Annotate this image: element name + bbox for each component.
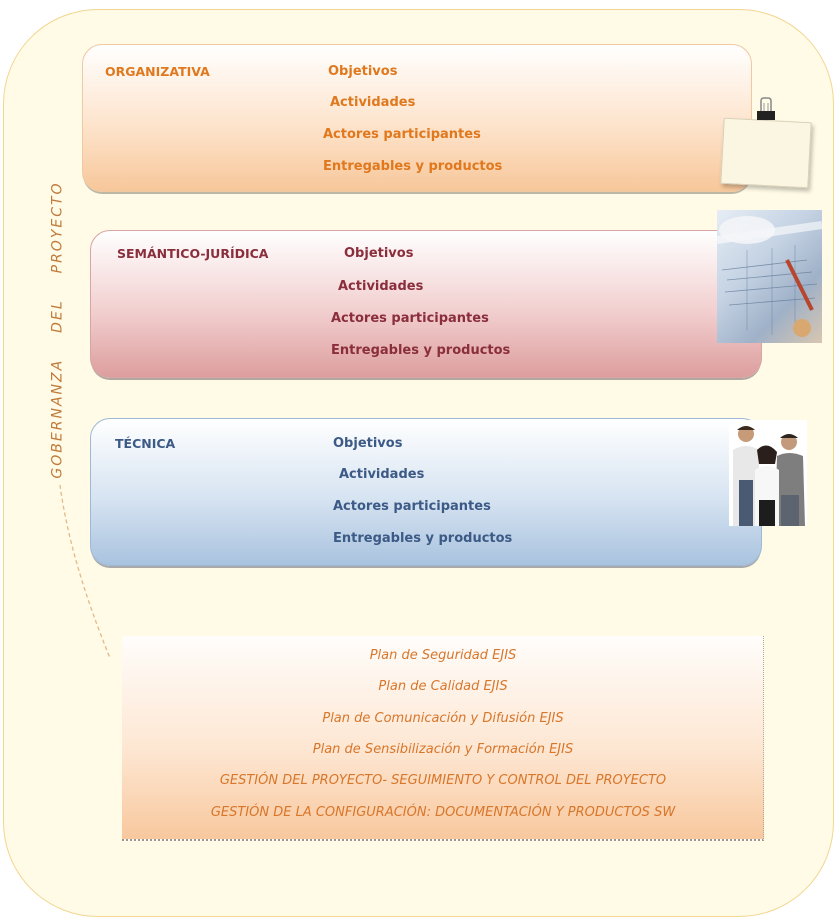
blueprint-photo-icon (717, 210, 822, 343)
panel-item-actividades: Actividades (339, 467, 425, 482)
sticky-note-icon (720, 117, 812, 189)
gestion-configuracion: GESTIÓN DE LA CONFIGURACIÓN: DOCUMENTACI… (210, 805, 676, 820)
side-label-word-3: PROYECTO (50, 181, 66, 274)
plan-sensibilizacion: Plan de Sensibilización y Formación EJIS (312, 742, 574, 757)
panel-item-actividades: Actividades (338, 279, 424, 294)
panel-title: TÉCNICA (115, 436, 176, 451)
panel-tecnica: TÉCNICA Objetivos Actividades Actores pa… (90, 418, 762, 566)
panel-title: ORGANIZATIVA (105, 64, 210, 79)
panel-item-entregables: Entregables y productos (333, 531, 513, 546)
panel-item-objetivos: Objetivos (344, 246, 414, 261)
panel-item-objetivos: Objetivos (333, 436, 403, 451)
panel-item-entregables: Entregables y productos (323, 159, 503, 174)
panel-title: SEMÁNTICO-JURÍDICA (117, 246, 269, 261)
side-label-word-2: DEL (50, 299, 66, 333)
panel-item-actores: Actores participantes (323, 127, 481, 142)
panel-item-entregables: Entregables y productos (331, 343, 511, 358)
binder-clip-icon (757, 97, 775, 120)
plans-box: Plan de Seguridad EJIS Plan de Calidad E… (122, 636, 764, 841)
gestion-proyecto: GESTIÓN DEL PROYECTO- SEGUIMIENTO Y CONT… (219, 773, 667, 788)
panel-item-actores: Actores participantes (331, 311, 489, 326)
panel-item-actores: Actores participantes (333, 499, 491, 514)
panel-semantico-juridica: SEMÁNTICO-JURÍDICA Objetivos Actividades… (90, 230, 762, 378)
panel-item-actividades: Actividades (330, 95, 416, 110)
team-photo-icon (729, 420, 807, 526)
panel-item-objetivos: Objetivos (328, 64, 398, 79)
plan-calidad: Plan de Calidad EJIS (378, 679, 508, 694)
side-label-word-1: GOBERNANZA (50, 358, 66, 479)
plan-seguridad: Plan de Seguridad EJIS (369, 648, 517, 663)
side-label: GOBERNANZA DEL PROYECTO (45, 165, 71, 495)
plan-comunicacion: Plan de Comunicación y Difusión EJIS (322, 711, 564, 726)
panel-organizativa: ORGANIZATIVA Objetivos Actividades Actor… (82, 44, 752, 192)
